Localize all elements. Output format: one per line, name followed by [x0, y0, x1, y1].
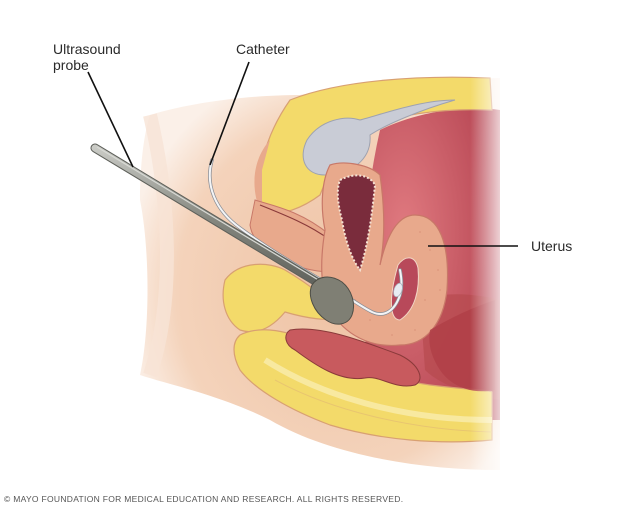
bladder: [302, 99, 456, 176]
probe-leader-line: [87, 71, 134, 168]
copyright-notice: © MAYO FOUNDATION FOR MEDICAL EDUCATION …: [4, 494, 404, 504]
leader-lines: [87, 61, 518, 247]
label-catheter: Catheter: [236, 41, 290, 57]
label-ultrasound-probe: Ultrasound probe: [53, 41, 121, 73]
label-uterus: Uterus: [531, 238, 573, 254]
catheter-leader-line: [209, 61, 250, 166]
ultrasound-probe: [90, 143, 355, 325]
